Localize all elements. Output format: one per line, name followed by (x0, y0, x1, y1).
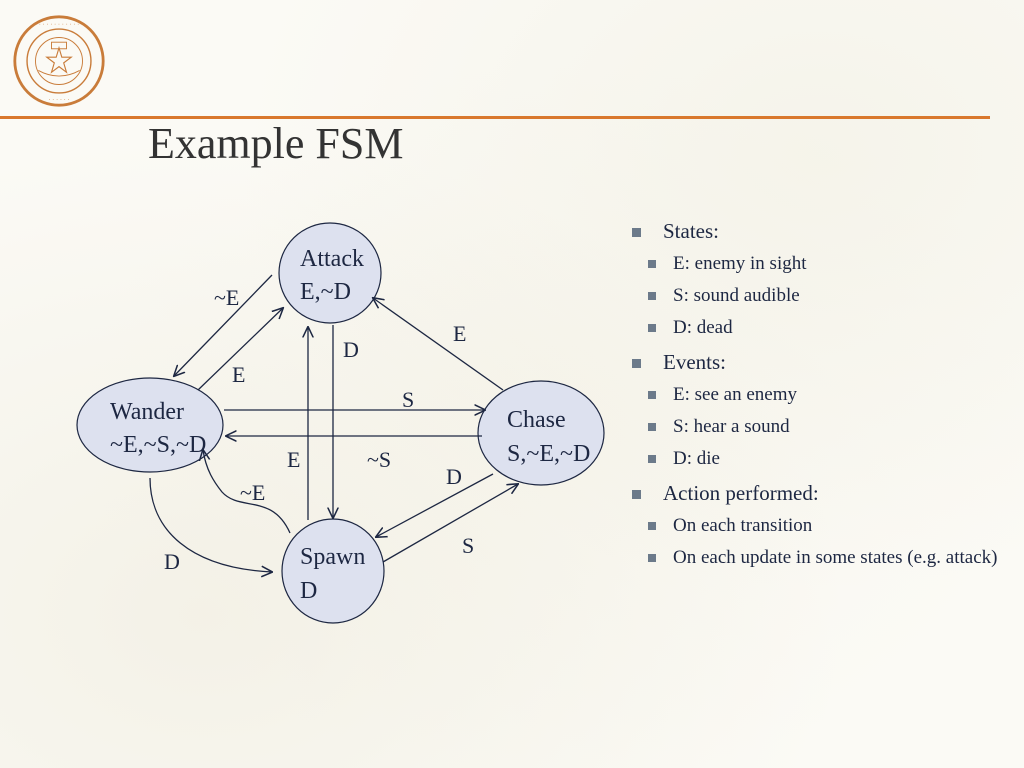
bullet-states-item: S: sound audible (628, 282, 1008, 309)
bullet-states: States: E: enemy in sight S: sound audib… (628, 217, 1008, 341)
bullet-events: Events: E: see an enemy S: hear a sound … (628, 348, 1008, 472)
state-chase: Chase S,~E,~D (477, 380, 605, 486)
bullet-action-performed: Action performed: On each transition On … (628, 479, 1008, 571)
label-spawn-to-attack: E (287, 447, 300, 472)
arrow-chase-to-attack (373, 298, 504, 391)
state-wander-flags: ~E,~S,~D (110, 432, 206, 458)
state-wander: Wander ~E,~S,~D (76, 377, 224, 473)
arrow-attack-to-wander (174, 274, 273, 376)
state-spawn: Spawn D (281, 518, 385, 624)
state-attack-name: Attack (300, 246, 364, 272)
bullet-action-item: On each update in some states (e.g. atta… (628, 544, 1008, 571)
arrow-spawn-to-chase (382, 484, 518, 563)
bullet-states-label: States: (663, 219, 719, 243)
label-chase-to-wander: ~S (367, 447, 391, 472)
legend-bullet-list: States: E: enemy in sight S: sound audib… (628, 210, 1008, 571)
state-spawn-name: Spawn (300, 544, 365, 570)
arrow-spawn-to-wander (203, 450, 291, 534)
arrow-chase-to-spawn (376, 473, 494, 537)
bullet-action-item: On each transition (628, 512, 1008, 539)
state-attack: Attack E,~D (278, 222, 382, 324)
bullet-action-label: Action performed: (663, 481, 819, 505)
svg-text:· · · · · ·: · · · · · · (48, 96, 69, 103)
state-attack-flags: E,~D (300, 279, 351, 305)
label-spawn-to-wander: ~E (240, 480, 265, 505)
state-spawn-circle (281, 518, 385, 624)
label-spawn-to-chase: S (462, 533, 474, 558)
bullet-events-label: Events: (663, 350, 726, 374)
state-wander-name: Wander (110, 399, 184, 425)
label-chase-to-spawn: D (446, 464, 462, 489)
bullet-states-item: E: enemy in sight (628, 250, 1008, 277)
label-attack-to-spawn: D (343, 337, 359, 362)
arrow-wander-to-attack (197, 308, 283, 391)
slide-title: Example FSM (148, 119, 404, 168)
bullet-events-item: E: see an enemy (628, 381, 1008, 408)
state-attack-circle (278, 222, 382, 324)
title-divider-rule (0, 116, 990, 119)
state-chase-flags: S,~E,~D (507, 441, 590, 467)
label-chase-to-attack: E (453, 321, 466, 346)
state-chase-circle (477, 380, 605, 486)
state-chase-name: Chase (507, 407, 566, 433)
label-wander-to-chase: S (402, 387, 414, 412)
label-attack-to-wander: ~E (214, 285, 239, 310)
bullet-events-item: D: die (628, 445, 1008, 472)
university-seal-logo: · · · · · · · · · · · · · · · · · (13, 15, 105, 107)
label-wander-to-attack: E (232, 362, 245, 387)
bullet-states-item: D: dead (628, 314, 1008, 341)
arrow-wander-to-spawn (149, 477, 272, 572)
svg-text:· · · · · · · · · · ·: · · · · · · · · · · · (39, 21, 80, 28)
state-spawn-flags: D (300, 578, 317, 604)
label-wander-to-spawn: D (164, 549, 180, 574)
state-wander-circle (76, 377, 224, 473)
bullet-events-item: S: hear a sound (628, 413, 1008, 440)
